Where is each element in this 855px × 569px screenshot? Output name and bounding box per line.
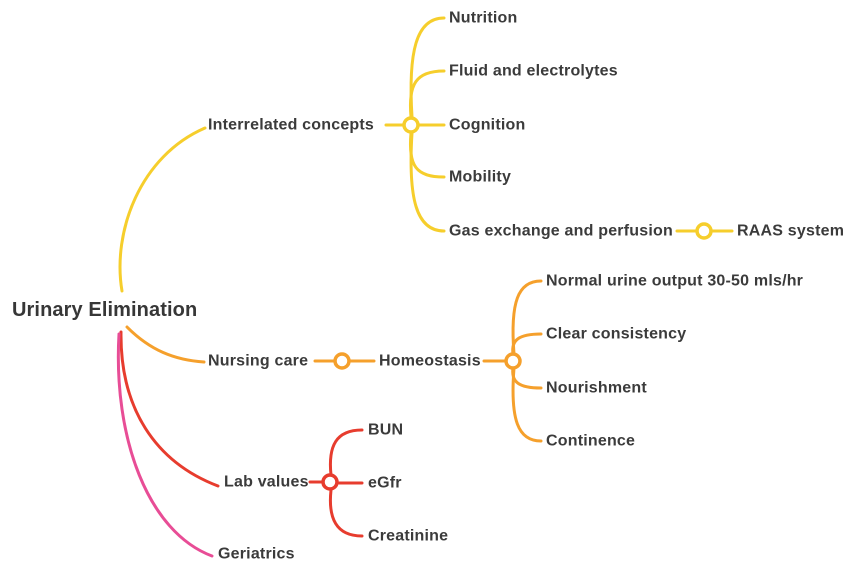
edge-junction-clear-consistency xyxy=(511,332,543,356)
edge-junction-urine-output xyxy=(511,279,543,356)
edge-junction-nourishment xyxy=(511,366,543,390)
node-cognition[interactable]: Cognition xyxy=(449,116,526,134)
node-homeostasis[interactable]: Homeostasis xyxy=(379,352,481,370)
node-bun[interactable]: BUN xyxy=(368,421,404,439)
junction-gas-exchange[interactable] xyxy=(695,222,713,240)
edge-root-interrelated-concepts xyxy=(118,126,207,293)
node-continence[interactable]: Continence xyxy=(546,432,636,450)
node-geriatrics[interactable]: Geriatrics xyxy=(218,545,295,563)
node-raas-system[interactable]: RAAS system xyxy=(737,222,845,240)
edge-junction-creatinine xyxy=(328,488,364,538)
node-mobility[interactable]: Mobility xyxy=(449,168,512,186)
node-gas-exchange-and-perfusion[interactable]: Gas exchange and perfusion xyxy=(449,222,673,240)
node-lab-values[interactable]: Lab values xyxy=(224,473,309,491)
node-normal-urine-output[interactable]: Normal urine output 30-50 mls/hr xyxy=(546,272,804,290)
node-urinary-elimination[interactable]: Urinary Elimination xyxy=(12,299,198,321)
edge-junction-continence xyxy=(511,366,543,443)
edge-junction-fluid-electrolytes xyxy=(408,69,446,119)
node-nourishment[interactable]: Nourishment xyxy=(546,379,647,397)
node-clear-consistency[interactable]: Clear consistency xyxy=(546,325,687,343)
junction-homeostasis[interactable] xyxy=(504,352,522,370)
node-fluid-and-electrolytes[interactable]: Fluid and electrolytes xyxy=(449,62,618,80)
edge-root-geriatrics xyxy=(116,332,214,558)
edge-junction-nutrition xyxy=(409,16,446,119)
edge-root-nursing-care xyxy=(125,325,206,364)
node-nursing-care[interactable]: Nursing care xyxy=(208,352,309,370)
edge-junction-mobility xyxy=(408,131,446,179)
node-nutrition[interactable]: Nutrition xyxy=(449,9,518,27)
node-egfr[interactable]: eGfr xyxy=(368,474,402,492)
edge-junction-gas-exchange xyxy=(409,131,446,233)
junction-lab-values[interactable] xyxy=(321,473,339,491)
edge-junction-bun xyxy=(328,428,364,477)
junction-nursing-care[interactable] xyxy=(333,352,351,370)
junction-interrelated-concepts[interactable] xyxy=(402,116,420,134)
edge-root-lab-values xyxy=(119,330,220,488)
node-creatinine[interactable]: Creatinine xyxy=(368,527,449,545)
node-interrelated-concepts[interactable]: Interrelated concepts xyxy=(208,116,375,134)
